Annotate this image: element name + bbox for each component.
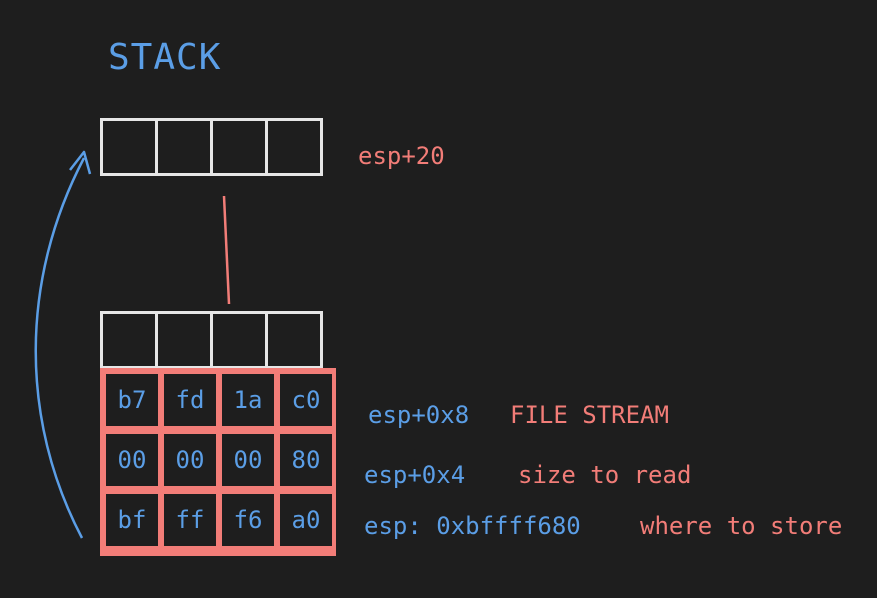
return-arrow [34, 157, 86, 539]
empty-cell-1 [155, 311, 213, 369]
empty-cell-0 [100, 311, 158, 369]
byte-cell: 1a [222, 374, 274, 426]
arrow-head-icon [69, 150, 92, 175]
offset-label: esp: 0xbffff680 [364, 512, 581, 540]
offset-note: FILE STREAM [510, 401, 669, 429]
offset-note: where to store [640, 512, 843, 540]
offset-label: esp+0x8 [368, 401, 470, 429]
offset-note: size to read [518, 461, 692, 489]
byte-cell: bf [106, 494, 158, 546]
byte-cell: 00 [164, 434, 216, 486]
byte-cell: c0 [280, 374, 332, 426]
byte-cell: fd [164, 374, 216, 426]
stack-title: STACK [108, 37, 222, 78]
byte-cell: a0 [280, 494, 332, 546]
top-cell-0 [100, 118, 158, 176]
byte-cell: 80 [280, 434, 332, 486]
byte-cell: 00 [222, 434, 274, 486]
byte-cell: 00 [106, 434, 158, 486]
byte-grid: b7 fd 1a c0 00 00 00 80 bf ff f6 a0 [100, 368, 336, 556]
empty-cell-2 [210, 311, 268, 369]
top-stack-block [100, 118, 323, 176]
byte-cell: f6 [222, 494, 274, 546]
byte-cell: b7 [106, 374, 158, 426]
empty-cell-3 [265, 311, 323, 369]
top-cell-1 [155, 118, 213, 176]
top-cell-3 [265, 118, 323, 176]
offset-label: esp+0x4 [364, 461, 466, 489]
connector-line [222, 195, 231, 305]
top-cell-2 [210, 118, 268, 176]
top-block-label: esp+20 [358, 142, 445, 170]
byte-cell: ff [164, 494, 216, 546]
lower-empty-row [100, 311, 323, 369]
